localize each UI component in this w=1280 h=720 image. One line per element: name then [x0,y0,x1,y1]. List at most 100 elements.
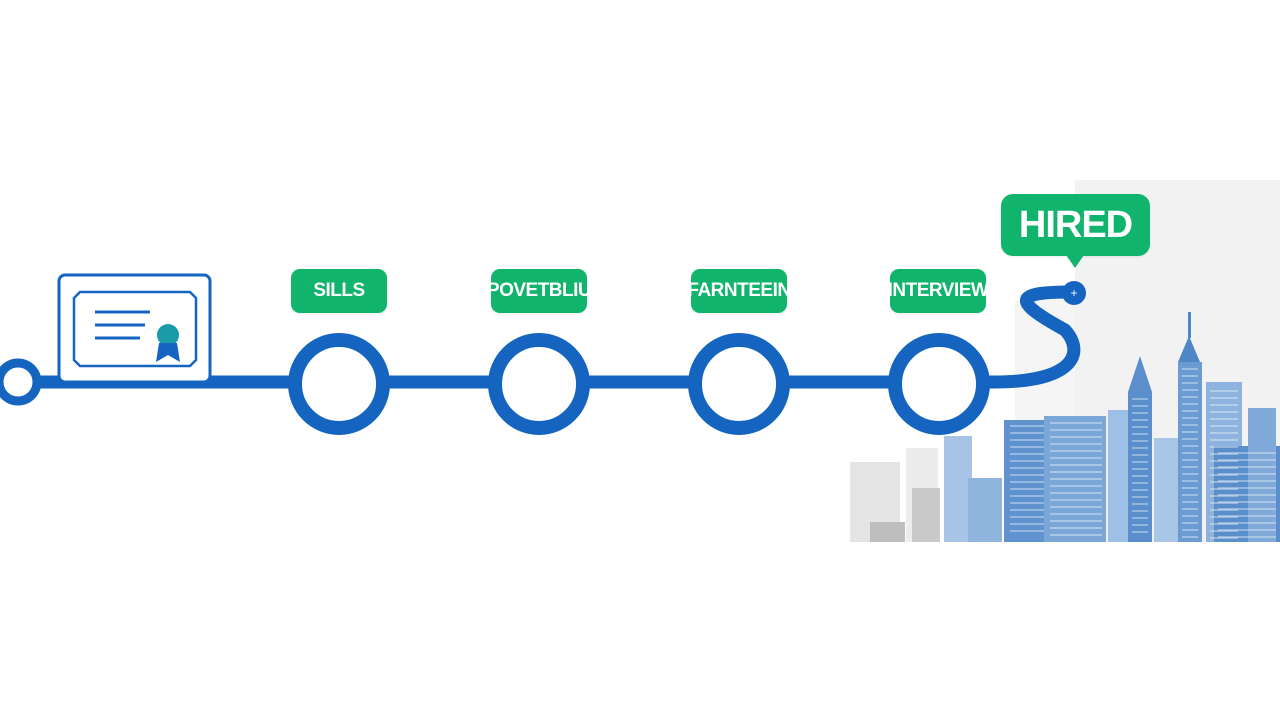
window-stripe [1050,464,1102,466]
window-stripe [1132,524,1148,526]
window-stripe [1210,390,1238,392]
window-stripe [1050,471,1102,473]
window-stripe [1132,510,1148,512]
window-stripe [1218,522,1276,524]
step-label-skills: SILLS [291,269,387,313]
window-stripe [1132,517,1148,519]
window-stripe [1210,425,1238,427]
window-stripe [1010,509,1044,511]
certificate-icon [57,273,212,384]
window-stripe [1182,508,1198,510]
window-stripe [1132,489,1148,491]
window-stripe [1050,527,1102,529]
window-stripe [1210,474,1238,476]
goal-label-hired: HIRED [1001,194,1150,256]
window-stripe [1218,466,1276,468]
window-stripe [1182,487,1198,489]
window-stripe [1132,531,1148,533]
window-stripe [1210,418,1238,420]
step-label-experience: FARNTEEIN [687,269,791,313]
end-node-plus-icon: + [1070,286,1077,300]
window-stripe [1010,439,1044,441]
window-stripe [1182,396,1198,398]
hired-label-tail [1066,255,1084,268]
window-stripe [1050,492,1102,494]
window-stripe [1182,431,1198,433]
window-stripe [1182,501,1198,503]
window-stripe [1050,506,1102,508]
window-stripe [1010,502,1044,504]
window-stripe [1182,410,1198,412]
window-stripe [1210,467,1238,469]
window-stripe [1132,482,1148,484]
window-stripe [1132,405,1148,407]
window-stripe [1218,508,1276,510]
window-stripe [1050,443,1102,445]
window-stripe [1218,452,1276,454]
window-stripe [1182,417,1198,419]
window-stripe [1210,404,1238,406]
window-stripe [1010,453,1044,455]
window-stripe [1182,375,1198,377]
window-stripe [1210,530,1238,532]
window-stripe [1210,495,1238,497]
window-stripe [1010,467,1044,469]
window-stripe [1010,488,1044,490]
window-stripe [1050,422,1102,424]
window-stripe [1132,419,1148,421]
window-stripe [1218,501,1276,503]
window-stripe [1182,445,1198,447]
window-stripe [1132,398,1148,400]
window-stripe [1132,475,1148,477]
window-stripe [1132,433,1148,435]
window-stripe [1010,425,1044,427]
milestone-node-4 [888,333,990,435]
window-stripe [1182,438,1198,440]
window-stripe [1010,516,1044,518]
window-stripe [1210,446,1238,448]
building-windows [1010,368,1276,539]
window-stripe [1132,440,1148,442]
window-stripe [1210,460,1238,462]
window-stripe [1132,426,1148,428]
window-stripe [1132,454,1148,456]
start-node [0,358,42,406]
window-stripe [1010,446,1044,448]
window-stripe [1010,432,1044,434]
window-stripe [1182,522,1198,524]
window-stripe [1182,452,1198,454]
window-stripe [1050,534,1102,536]
window-stripe [1210,502,1238,504]
window-stripe [1132,461,1148,463]
window-stripe [1210,509,1238,511]
milestone-nodes [288,333,990,435]
window-stripe [1218,515,1276,517]
step-label-portfolio: POVETBLIU [487,269,592,313]
window-stripe [1210,432,1238,434]
window-stripe [1218,487,1276,489]
window-stripe [1010,474,1044,476]
window-stripe [1210,488,1238,490]
window-stripe [1218,529,1276,531]
window-stripe [1218,536,1276,538]
window-stripe [1182,480,1198,482]
career-path-line [33,285,1081,389]
window-stripe [1182,529,1198,531]
window-stripe [1050,429,1102,431]
window-stripe [1050,513,1102,515]
window-stripe [1210,439,1238,441]
window-stripe [1050,478,1102,480]
window-stripe [1050,499,1102,501]
window-stripe [1010,460,1044,462]
window-stripe [1210,453,1238,455]
window-stripe [1210,516,1238,518]
milestone-node-3 [688,333,790,435]
window-stripe [1050,520,1102,522]
window-stripe [1132,468,1148,470]
window-stripe [1182,459,1198,461]
window-stripe [1182,515,1198,517]
window-stripe [1132,496,1148,498]
window-stripe [1218,473,1276,475]
window-stripe [1182,473,1198,475]
